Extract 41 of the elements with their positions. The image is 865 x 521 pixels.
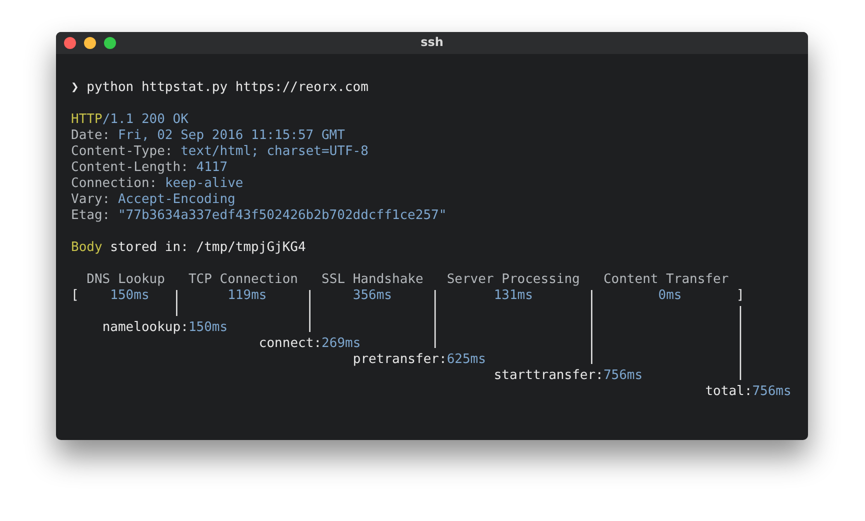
timing-value: 756ms [752,384,792,400]
phase-label: DNS Lookup [86,272,165,288]
status-text: /1.1 200 OK [102,112,188,128]
phase-label: TCP Connection [188,272,298,288]
window-title: ssh [420,35,444,49]
timing-label: pretransfer: [352,352,447,368]
bracket: [ [71,288,79,304]
phase-label: Content Transfer [603,272,729,288]
header-value: "77b3634a337edf43f502426b2b702ddcff1ce257" [118,208,447,224]
timing-value: 756ms [603,368,643,384]
phase-label: SSL Handshake [322,272,424,288]
timing-label: namelookup: [102,320,188,336]
phase-label: Server Processing [446,272,580,288]
timing-label: starttransfer: [494,368,604,384]
header-name: Etag: [71,208,110,224]
timing-value: 625ms [446,352,486,368]
timing-value: 269ms [322,336,361,352]
header-value: 4117 [196,160,228,176]
header-name: Date: [71,128,110,144]
command-line: ❯ python httpstat.py https://reorx.com [71,80,368,96]
timing-label: total: [705,384,752,400]
duration-value: 0ms [658,288,682,304]
bracket: ] [736,288,744,304]
timing-value: 150ms [188,320,228,336]
duration-value: 356ms [352,288,392,304]
body-text: stored in: [110,240,188,256]
header-name: Connection: [71,176,158,192]
body-text: Body [71,240,102,256]
file-path: /tmp/tmpjGjKG4 [196,240,306,256]
header-name: Content-Length: [71,160,188,176]
header-value: Fri, 02 Sep 2016 11:15:57 GMT [118,128,345,144]
duration-value: 150ms [110,288,150,304]
header-name: Content-Type: [71,144,173,160]
header-name: Vary: [71,192,110,208]
header-value: keep-alive [164,176,244,192]
duration-value: 119ms [228,288,267,304]
timing-label: connect: [258,336,322,352]
duration-value: 131ms [494,288,533,304]
header-value: text/html; charset=UTF-8 [180,144,368,160]
header-value: Accept-Encoding [118,192,236,208]
protocol-text: HTTP [71,112,102,128]
